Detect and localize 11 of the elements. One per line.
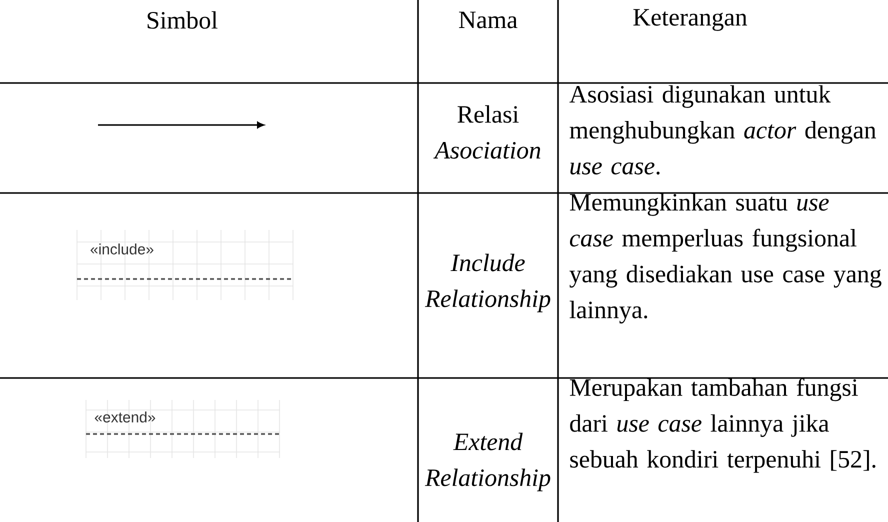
relation-name: Extend Relationship <box>424 432 550 492</box>
description-text: Merupakan tambahan fungsi dari use case lainnya jika sebuah kondiri terpenuhi [52]. <box>570 378 876 473</box>
description-text: Asosiasi digunakan untuk menghubungkan actor dengan use case. <box>569 85 876 175</box>
relation-name: Include Relationship <box>424 254 550 312</box>
column-header: Simbol <box>148 11 218 29</box>
stereotype-label: «include» <box>90 244 154 254</box>
relation-name: Relasi Asociation <box>433 105 540 159</box>
column-header: Nama <box>459 12 518 28</box>
description-text: Memungkinkan suatu use case memperluas fungsional yang disediakan use case yang lainnya. <box>570 193 882 324</box>
column-header: Keterangan <box>633 9 748 31</box>
stereotype-label: «extend» <box>94 412 156 422</box>
